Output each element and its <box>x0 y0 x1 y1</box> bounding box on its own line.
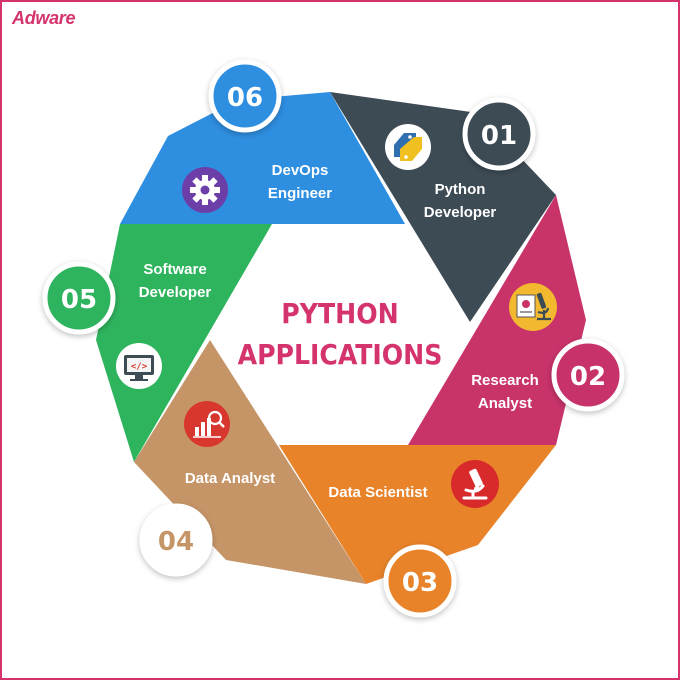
segment-04-label: Data Analyst <box>185 470 275 487</box>
segment-05-label-line2: Developer <box>139 284 212 301</box>
gear-icon <box>182 167 228 213</box>
microscope-report-icon <box>509 283 557 331</box>
title-line1: PYTHON <box>281 297 398 330</box>
number-badge-04: 04 <box>139 503 213 577</box>
segment-02-label-line1: Research <box>471 372 539 389</box>
number-06: 06 <box>227 83 263 113</box>
segment-06-label-line2: Engineer <box>268 185 332 202</box>
number-badge-03: 03 <box>383 544 457 618</box>
python-logo-icon <box>385 124 431 170</box>
segment-05-label-line1: Software <box>143 261 206 278</box>
segment-01-label-line2: Developer <box>424 204 497 221</box>
number-badge-05: 05 <box>42 261 116 335</box>
segment-03-label: Data Scientist <box>328 484 427 501</box>
number-01: 01 <box>481 121 517 151</box>
number-02: 02 <box>570 362 606 392</box>
segment-02-shape <box>408 195 586 445</box>
chart-magnifier-icon <box>184 401 230 447</box>
number-05: 05 <box>61 285 97 315</box>
number-badge-06: 06 <box>208 59 282 133</box>
title-line2: APPLICATIONS <box>238 338 443 371</box>
number-badge-02: 02 <box>551 338 625 412</box>
number-badge-01: 01 <box>462 97 536 171</box>
segment-06-label-line1: DevOps <box>272 162 329 179</box>
brand-logo: Adware <box>12 8 76 28</box>
microscope-icon <box>451 460 499 508</box>
number-03: 03 <box>402 568 438 598</box>
svg-text:</>: </> <box>131 362 148 372</box>
segment-02-label-line2: Analyst <box>478 395 532 412</box>
segment-05-shape <box>96 224 272 462</box>
code-monitor-icon: </> <box>116 343 162 389</box>
segment-01-label-line1: Python <box>435 181 486 198</box>
number-04: 04 <box>158 527 194 557</box>
